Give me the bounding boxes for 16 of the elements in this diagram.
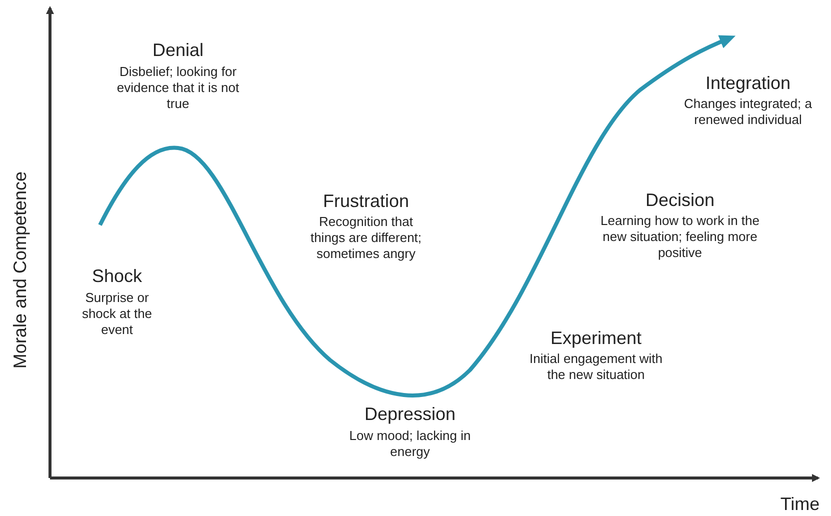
stage-title: Shock (90, 266, 144, 287)
stage-description: Low mood; lacking in energy (348, 428, 472, 460)
stage-description: Disbelief; looking for evidence that it is not true (116, 64, 240, 112)
stage-title: Denial (151, 40, 205, 61)
stage-description: Recognition that things are different; sometimes angry (309, 214, 423, 262)
stage-description: Changes integrated; a renewed individual (683, 96, 813, 128)
stage-description: Surprise or shock at the event (80, 290, 154, 338)
stage-description: Learning how to work in the new situation; feeling more positive (600, 213, 760, 261)
stage-title: Integration (704, 73, 792, 94)
stage-description: Initial engagement with the new situation (528, 351, 664, 383)
axis-label: Time (779, 494, 821, 515)
stage-title: Frustration (322, 191, 410, 212)
axis-label: Morale and Competence (10, 171, 31, 369)
stage-title: Experiment (549, 328, 643, 349)
stage-title: Depression (363, 404, 457, 425)
stage-title: Decision (644, 190, 716, 211)
